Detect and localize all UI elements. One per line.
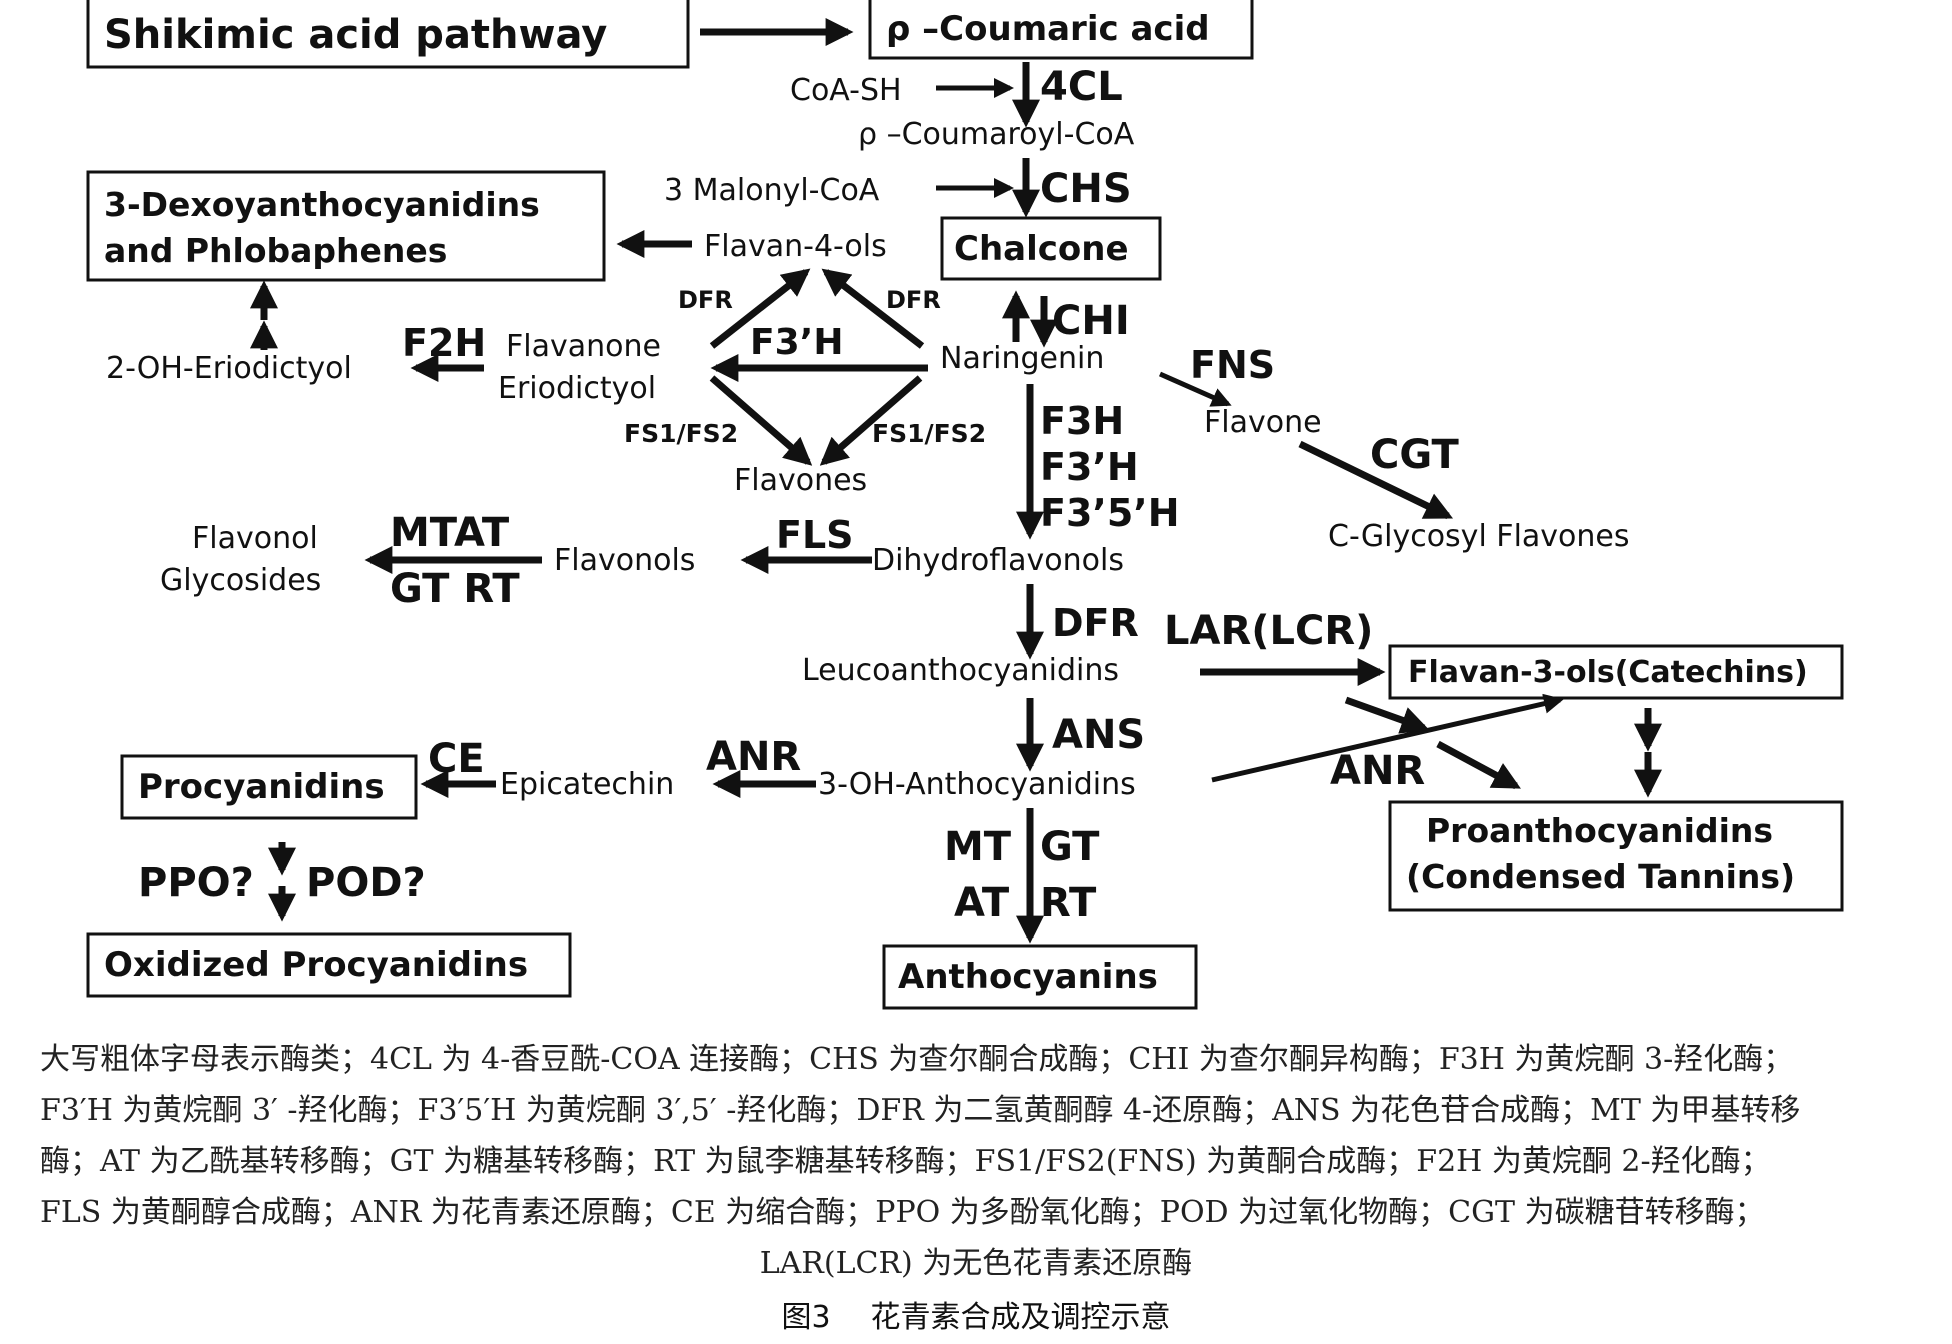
pathway-diagram: Shikimic acid pathway ρ –Coumaric acid C… [86, 0, 1844, 1010]
enzyme-f3h: F3H [1040, 399, 1124, 443]
anthocyanins-label: Anthocyanins [898, 957, 1158, 997]
proanthocyanidins-label-line2: (Condensed Tannins) [1406, 857, 1795, 896]
arrow-naringenin-flavones [819, 375, 923, 466]
enzyme-4cl: 4CL [1040, 64, 1123, 110]
enzyme-lar: LAR(LCR) [1164, 608, 1373, 654]
enzyme-pod: POD? [306, 860, 426, 906]
enzyme-dfr-right: DFR [886, 286, 941, 314]
caption-line-3: 酶；AT 为乙酰基转移酶；GT 为糖基转移酶；RT 为鼠李糖基转移酶；FS1/F… [40, 1144, 1771, 1179]
arrow-anr-lower [1436, 740, 1521, 790]
enzyme-ppo: PPO? [138, 860, 254, 906]
enzyme-chi: CHI [1052, 298, 1130, 344]
enzyme-f3h-prime-mid: F3’H [750, 322, 843, 363]
arrow-flavone-cglycosyl [1298, 440, 1454, 520]
flavonol-glycosides-label-line2: Glycosides [160, 563, 321, 598]
arrow-naringenin-flavone [1158, 371, 1232, 407]
oxidized-box [86, 932, 572, 998]
enzyme-ce: CE [428, 736, 485, 782]
enzyme-fs-left: FS1/FS2 [624, 419, 738, 448]
caption-line-5: LAR(LCR) 为无色花青素还原酶 [759, 1246, 1193, 1281]
chalcone-box [940, 216, 1162, 281]
enzyme-mt: MT [944, 824, 1012, 870]
flavanone-label: Flavanone [506, 329, 661, 364]
figure-title-text: 花青素合成及调控示意 [870, 1300, 1171, 1335]
enzyme-gtrt: GT RT [390, 566, 520, 612]
enzyme-fs-right: FS1/FS2 [872, 419, 986, 448]
arrow-eriodictyol-flavones [709, 375, 813, 466]
oh-anthocyanidins-label: 3-OH-Anthocyanidins [818, 767, 1136, 802]
leucoanthocyanidins-label: Leucoanthocyanidins [802, 653, 1119, 688]
proanth-box [1388, 800, 1844, 912]
enzyme-ans: ANS [1052, 712, 1145, 758]
enzyme-rt: RT [1040, 880, 1097, 926]
flavonol-glycosides-label-line1: Flavonol [192, 521, 318, 556]
enzyme-anr-right: ANR [1330, 748, 1425, 794]
eriodictyol-label: Eriodictyol [498, 371, 656, 406]
enzyme-f3h-prime: F3’H [1040, 445, 1139, 489]
arrow-naringenin-flavan4ols [821, 268, 925, 349]
enzyme-fns: FNS [1190, 343, 1275, 387]
figure-number: 图3 [781, 1300, 831, 1335]
malonyl-label: 3 Malonyl-CoA [664, 173, 880, 208]
enzyme-at: AT [954, 880, 1010, 926]
coumaric-box [868, 0, 1254, 60]
epicatechin-label: Epicatechin [500, 767, 674, 802]
flavan3ols-label: Flavan-3-ols(Catechins) [1408, 655, 1808, 690]
enzyme-chs: CHS [1040, 166, 1132, 212]
caption-line-2: F3′H 为黄烷酮 3′ -羟化酶；F3′5′H 为黄烷酮 3′,5′ -羟化酶… [40, 1093, 1801, 1128]
anthocyanins-box [882, 944, 1198, 1010]
enzyme-cgt: CGT [1370, 432, 1459, 478]
enzyme-fls: FLS [776, 513, 854, 557]
flavones-label: Flavones [734, 463, 867, 498]
figure-title: 图3 花青素合成及调控示意 [0, 1292, 1952, 1336]
enzyme-dfr: DFR [1052, 601, 1139, 645]
coumaric-label: ρ –Coumaric acid [886, 9, 1210, 49]
shikimic-label: Shikimic acid pathway [104, 12, 607, 58]
caption-line-4: FLS 为黄酮醇合成酶；ANR 为花青素还原酶；CE 为缩合酶；PPO 为多酚氧… [40, 1195, 1765, 1230]
figure-caption: 大写粗体字母表示酶类；4CL 为 4-香豆酰-COA 连接酶；CHS 为查尔酮合… [40, 1034, 1912, 1289]
proanthocyanidins-label-line1: Proanthocyanidins [1426, 811, 1773, 850]
oh-eriodictyol-label: 2-OH-Eriodictyol [106, 351, 352, 386]
dihydroflavonols-label: Dihydroflavonols [872, 543, 1124, 578]
coash-label: CoA-SH [790, 73, 902, 108]
coumaroyl-label: ρ –Coumaroyl-CoA [858, 117, 1135, 152]
caption-line-1: 大写粗体字母表示酶类；4CL 为 4-香豆酰-COA 连接酶；CHS 为查尔酮合… [40, 1042, 1794, 1077]
dexoy-label-line2: and Phlobaphenes [104, 231, 447, 270]
flavan3ols-box [1388, 644, 1844, 700]
enzyme-mtat: MTAT [390, 510, 510, 556]
procyanidins-box [120, 754, 418, 820]
dexoy-label-line1: 3-Dexoyanthocyanidins [104, 185, 540, 224]
arrow-anr-upper [1344, 696, 1430, 734]
arrow-eriodictyol-flavan4ols [709, 268, 811, 349]
enzyme-f35h: F3’5’H [1040, 491, 1180, 535]
procyanidins-label: Procyanidins [138, 767, 385, 807]
enzyme-gt: GT [1040, 824, 1100, 870]
shikimic-box [86, 0, 690, 69]
flavan4ols-label: Flavan-4-ols [704, 229, 887, 264]
chalcone-label: Chalcone [954, 229, 1129, 269]
naringenin-label: Naringenin [940, 341, 1104, 376]
flavonols-label: Flavonols [554, 543, 695, 578]
enzyme-dfr-left: DFR [678, 286, 733, 314]
enzyme-anr-left: ANR [706, 734, 801, 780]
enzyme-f2h: F2H [402, 321, 486, 365]
flavone-label: Flavone [1204, 405, 1322, 440]
c-glycosyl-label: C-Glycosyl Flavones [1328, 519, 1630, 554]
dexoy-box [86, 170, 606, 282]
oxidized-procyanidins-label: Oxidized Procyanidins [104, 945, 528, 985]
arrow-oh-anth-flavan3ols [1211, 693, 1564, 783]
